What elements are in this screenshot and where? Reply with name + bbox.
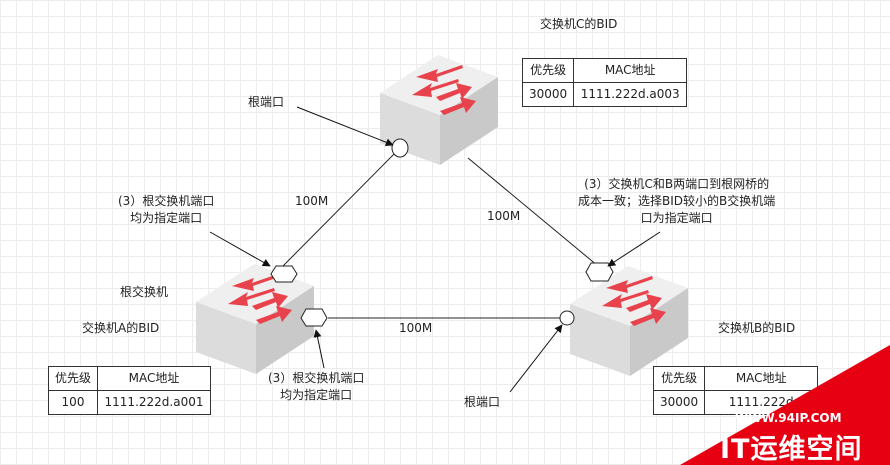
watermark-brand: IT运维空间 xyxy=(720,434,863,465)
switch-a[interactable] xyxy=(196,264,314,374)
mac-value: 1111.222d.a003 xyxy=(573,82,688,107)
mac-header: MAC地址 xyxy=(573,58,688,83)
watermark-url: WWW.94IP.COM xyxy=(735,411,842,425)
link-a-c-label: 100M xyxy=(295,194,329,208)
switch-b[interactable] xyxy=(570,266,688,376)
watermark-background xyxy=(680,345,890,465)
root-port-b-label: 根端口 xyxy=(464,395,501,409)
pointer-designated-b xyxy=(607,231,661,267)
priority-header: 优先级 xyxy=(47,366,99,391)
pointer-designated-a-top xyxy=(209,231,271,267)
link-c-b-label: 100M xyxy=(487,209,521,223)
designated-port-a-b-marker xyxy=(300,308,328,327)
priority-header: 优先级 xyxy=(521,58,575,83)
pointer-designated-a-bottom xyxy=(313,329,325,369)
designated-a-top-label: (3）根交换机端口 均为指定端口 xyxy=(118,194,215,225)
switch-a-bid-title: 交换机A的BID xyxy=(82,321,160,335)
watermark-banner: WWW.94IP.COM IT运维空间 xyxy=(680,345,890,465)
mac-value: 1111.222d.a001 xyxy=(97,390,212,415)
pointer-root-port-b xyxy=(509,324,563,393)
designated-port-a-c-marker xyxy=(270,265,298,283)
priority-value: 30000 xyxy=(652,390,706,415)
switch-b-bid-title: 交换机B的BID xyxy=(718,321,796,335)
designated-a-bottom-label: (3）根交换机端口 均为指定端口 xyxy=(268,371,365,402)
switch-a-bid-table: 优先级 MAC地址 100 1111.222d.a001 xyxy=(47,366,212,415)
switch-c-bid-table: 优先级 MAC地址 30000 1111.222d.a003 xyxy=(521,58,688,107)
switch-a-role: 根交换机 xyxy=(120,285,169,299)
priority-header: 优先级 xyxy=(652,366,706,391)
designated-b-label: (3）交换机C和B两端口到根网桥的 成本一致；选择BID较小的B交换机端 口为指… xyxy=(578,177,776,225)
mac-header: MAC地址 xyxy=(97,366,212,391)
priority-value: 100 xyxy=(47,390,99,415)
root-port-b-marker xyxy=(559,310,575,326)
designated-port-b-c-marker xyxy=(585,262,614,282)
link-a-b-label: 100M xyxy=(399,321,433,335)
switch-c-bid-title: 交换机C的BID xyxy=(540,17,618,31)
root-port-c-marker xyxy=(391,138,409,158)
link-a-c xyxy=(282,147,401,267)
priority-value: 30000 xyxy=(521,82,575,107)
root-port-c-label: 根端口 xyxy=(248,95,285,109)
mac-header: MAC地址 xyxy=(704,366,819,391)
pointer-root-port-c xyxy=(296,106,394,147)
link-c-b xyxy=(467,157,599,267)
